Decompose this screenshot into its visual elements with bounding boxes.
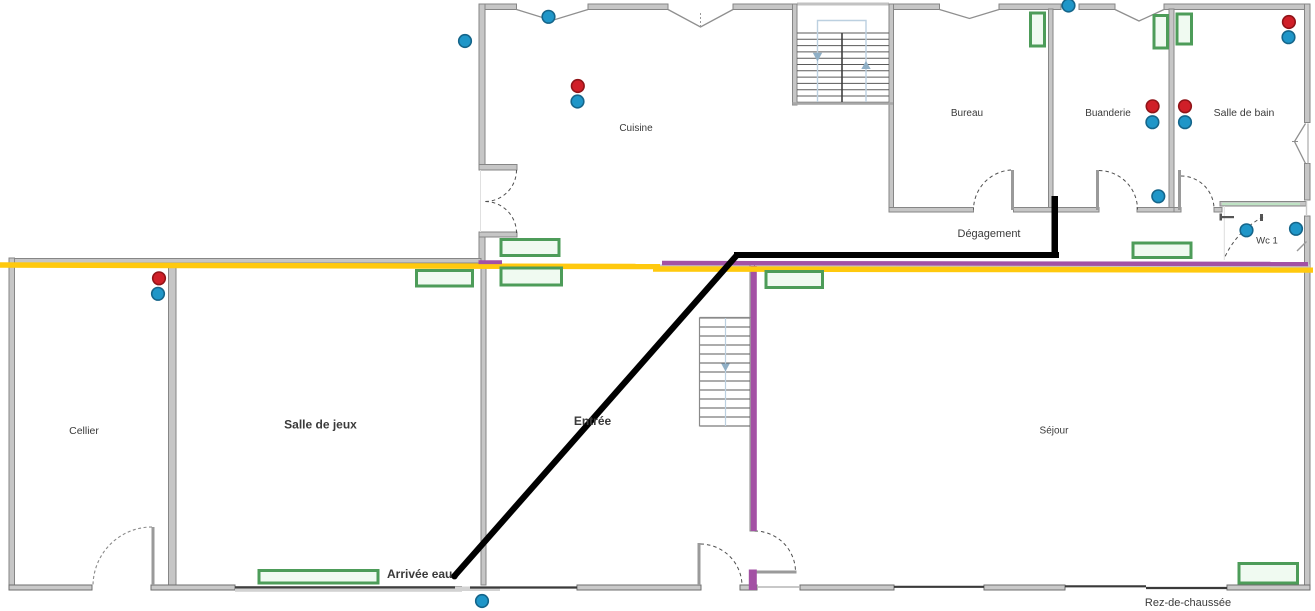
svg-text:Cellier: Cellier bbox=[69, 425, 99, 437]
svg-text:Cuisine: Cuisine bbox=[619, 123, 653, 134]
svg-text:Arrivée eau: Arrivée eau bbox=[387, 567, 452, 581]
svg-text:Salle de bain: Salle de bain bbox=[1214, 107, 1275, 119]
svg-text:Dégagement: Dégagement bbox=[958, 228, 1021, 240]
svg-text:Wc 1: Wc 1 bbox=[1256, 236, 1278, 247]
svg-text:Rez-de-chaussée: Rez-de-chaussée bbox=[1145, 597, 1231, 609]
svg-text:Séjour: Séjour bbox=[1040, 426, 1070, 437]
svg-text:Salle de jeux: Salle de jeux bbox=[284, 418, 357, 432]
svg-text:Entrée: Entrée bbox=[574, 414, 612, 428]
svg-text:Bureau: Bureau bbox=[951, 108, 983, 119]
svg-text:Buanderie: Buanderie bbox=[1085, 108, 1131, 119]
